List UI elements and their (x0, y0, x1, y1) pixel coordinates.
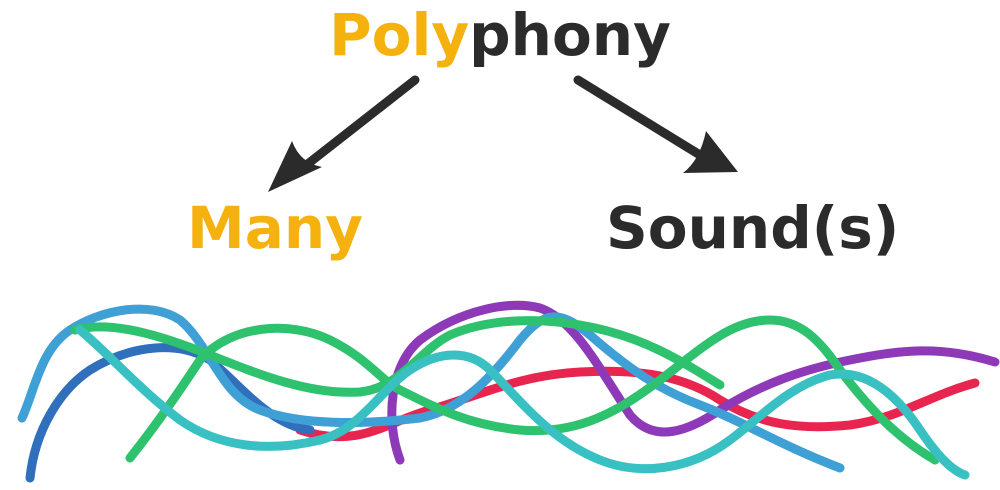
wave-line-light-blue (17, 304, 845, 473)
branch-left-label: Many (187, 194, 363, 262)
wave-line-purple (387, 300, 1000, 465)
arrow-right (573, 75, 738, 173)
wave-line-dark-blue (25, 343, 315, 483)
wave-line-teal (75, 325, 970, 480)
wave-line-green (125, 315, 940, 465)
branch-right-label: Sound(s) (606, 194, 900, 262)
title-prefix: Poly (329, 1, 470, 69)
title-suffix: phony (469, 1, 671, 69)
arrow-left (268, 75, 420, 192)
diagram-title: Polyphony (0, 6, 1000, 64)
